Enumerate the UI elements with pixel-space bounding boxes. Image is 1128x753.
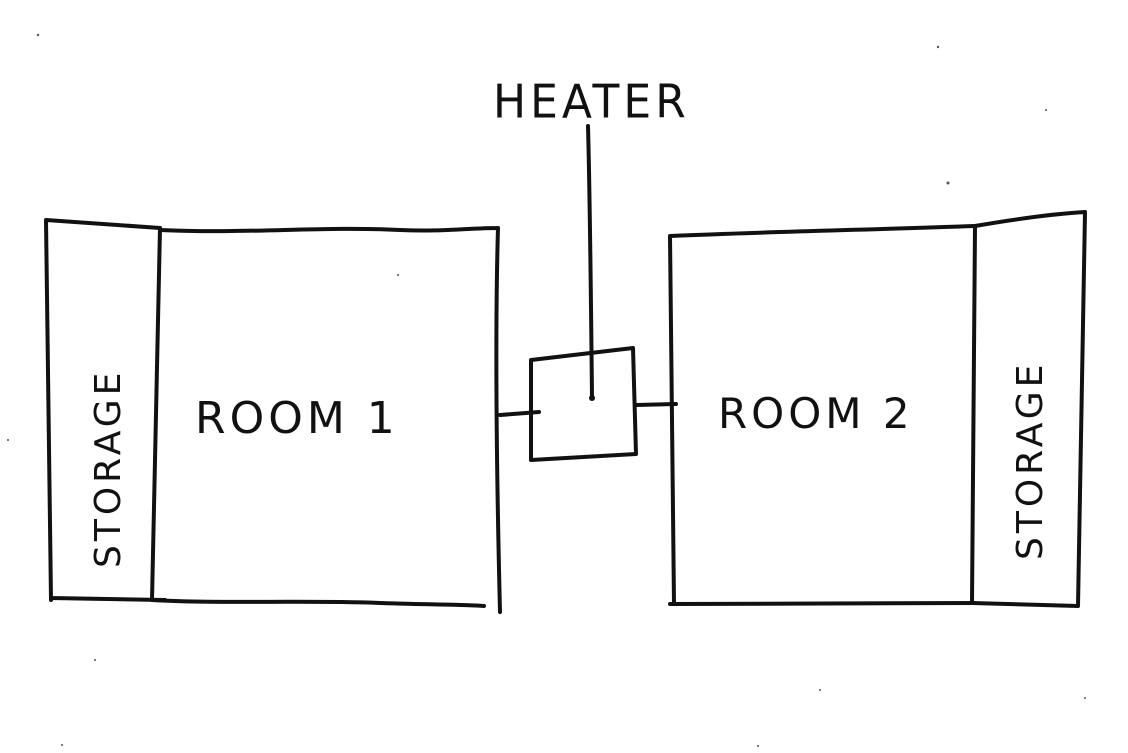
right-block [668, 210, 1087, 608]
paper-specks [7, 33, 1086, 747]
heater-pipe-right [634, 402, 678, 407]
storage-right-divider [970, 224, 977, 605]
room-1-box [150, 226, 502, 614]
storage-left-label: STORAGE [88, 369, 129, 568]
heater-pipe-left [498, 410, 541, 417]
room-2-box [668, 224, 977, 606]
heater-dot [589, 395, 595, 401]
storage-left-box [44, 218, 167, 602]
heater-leader-line [586, 124, 594, 400]
heater-label: HEATER [493, 75, 690, 129]
storage-left-divider [150, 226, 162, 602]
room-2-label: ROOM 2 [718, 389, 914, 438]
room-1-label: ROOM 1 [195, 393, 399, 444]
left-block [44, 218, 502, 614]
storage-right-box [970, 210, 1087, 608]
storage-right-label: STORAGE [1010, 361, 1051, 560]
heater-box [529, 346, 638, 462]
heater: HEATER [493, 75, 690, 462]
